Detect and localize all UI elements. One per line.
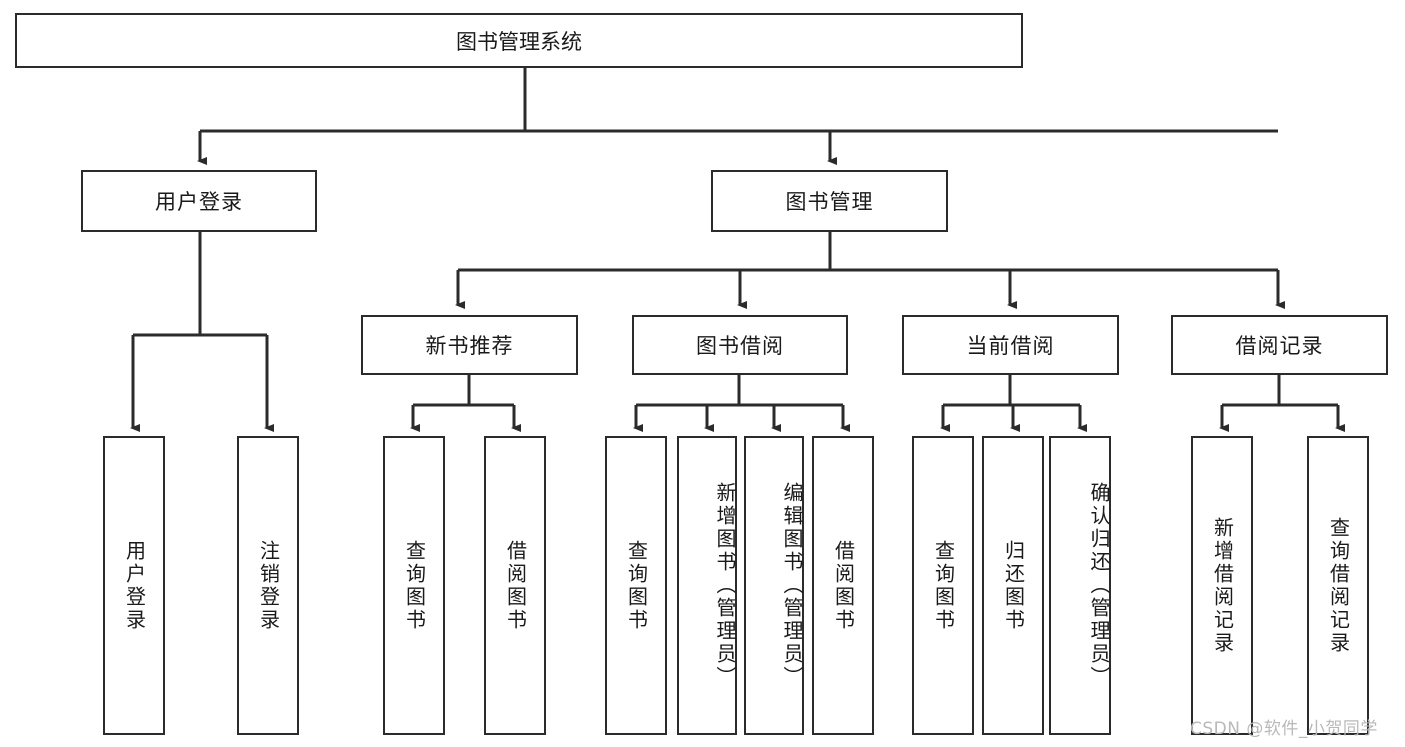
node-leaf-borrow-book[interactable]: 借阅图书 — [812, 436, 874, 735]
node-leaf-query-book-borrow[interactable]: 查询图书 — [605, 436, 667, 735]
node-current-borrow-label: 当前借阅 — [966, 334, 1055, 358]
node-leaf-logout-label: 注销登录 — [256, 539, 281, 632]
node-leaf-query-book-current[interactable]: 查询图书 — [912, 436, 974, 735]
node-leaf-add-borrow-record-label: 新增借阅记录 — [1210, 516, 1235, 655]
node-leaf-logout[interactable]: 注销登录 — [237, 436, 299, 735]
node-leaf-return-book-label: 归还图书 — [1001, 539, 1026, 632]
node-current-borrow[interactable]: 当前借阅 — [902, 315, 1119, 375]
node-leaf-query-book-current-label: 查询图书 — [931, 539, 956, 632]
node-leaf-query-borrow-record-label: 查询借阅记录 — [1326, 516, 1351, 655]
node-book-manage-label: 图书管理 — [785, 190, 874, 214]
node-borrow-record[interactable]: 借阅记录 — [1171, 315, 1388, 375]
node-book-manage[interactable]: 图书管理 — [711, 170, 948, 232]
node-root[interactable]: 图书管理系统 — [15, 13, 1023, 68]
node-leaf-edit-book[interactable]: 编辑图书（管理员） — [744, 436, 804, 735]
node-new-book-rec-label: 新书推荐 — [425, 334, 514, 358]
node-leaf-borrow-book-rec-label: 借阅图书 — [503, 539, 528, 632]
node-book-borrow[interactable]: 图书借阅 — [632, 315, 848, 375]
node-leaf-query-book-borrow-label: 查询图书 — [624, 539, 649, 632]
node-leaf-user-login-label: 用户登录 — [122, 539, 147, 632]
csdn-watermark: CSDN @软件_小贺同学 — [1190, 719, 1378, 739]
node-leaf-add-borrow-record[interactable]: 新增借阅记录 — [1191, 436, 1253, 735]
node-leaf-borrow-book-label: 借阅图书 — [831, 539, 856, 632]
node-leaf-query-book-rec[interactable]: 查询图书 — [383, 436, 445, 735]
node-leaf-confirm-return-label: 确认归还（管理员） — [1087, 482, 1111, 689]
node-borrow-record-label: 借阅记录 — [1235, 334, 1324, 358]
node-user-login[interactable]: 用户登录 — [81, 170, 317, 232]
node-leaf-add-book-label: 新增图书（管理员） — [713, 482, 737, 689]
node-leaf-edit-book-label: 编辑图书（管理员） — [780, 482, 804, 689]
node-leaf-user-login[interactable]: 用户登录 — [103, 436, 165, 735]
node-leaf-confirm-return[interactable]: 确认归还（管理员） — [1049, 436, 1111, 735]
node-leaf-query-book-rec-label: 查询图书 — [402, 539, 427, 632]
node-leaf-return-book[interactable]: 归还图书 — [982, 436, 1044, 735]
node-root-label: 图书管理系统 — [456, 29, 582, 54]
node-leaf-add-book[interactable]: 新增图书（管理员） — [677, 436, 737, 735]
node-new-book-rec[interactable]: 新书推荐 — [361, 315, 578, 375]
node-user-login-label: 用户登录 — [155, 190, 243, 214]
node-leaf-query-borrow-record[interactable]: 查询借阅记录 — [1307, 436, 1369, 735]
node-leaf-borrow-book-rec[interactable]: 借阅图书 — [484, 436, 546, 735]
node-book-borrow-label: 图书借阅 — [696, 334, 784, 358]
